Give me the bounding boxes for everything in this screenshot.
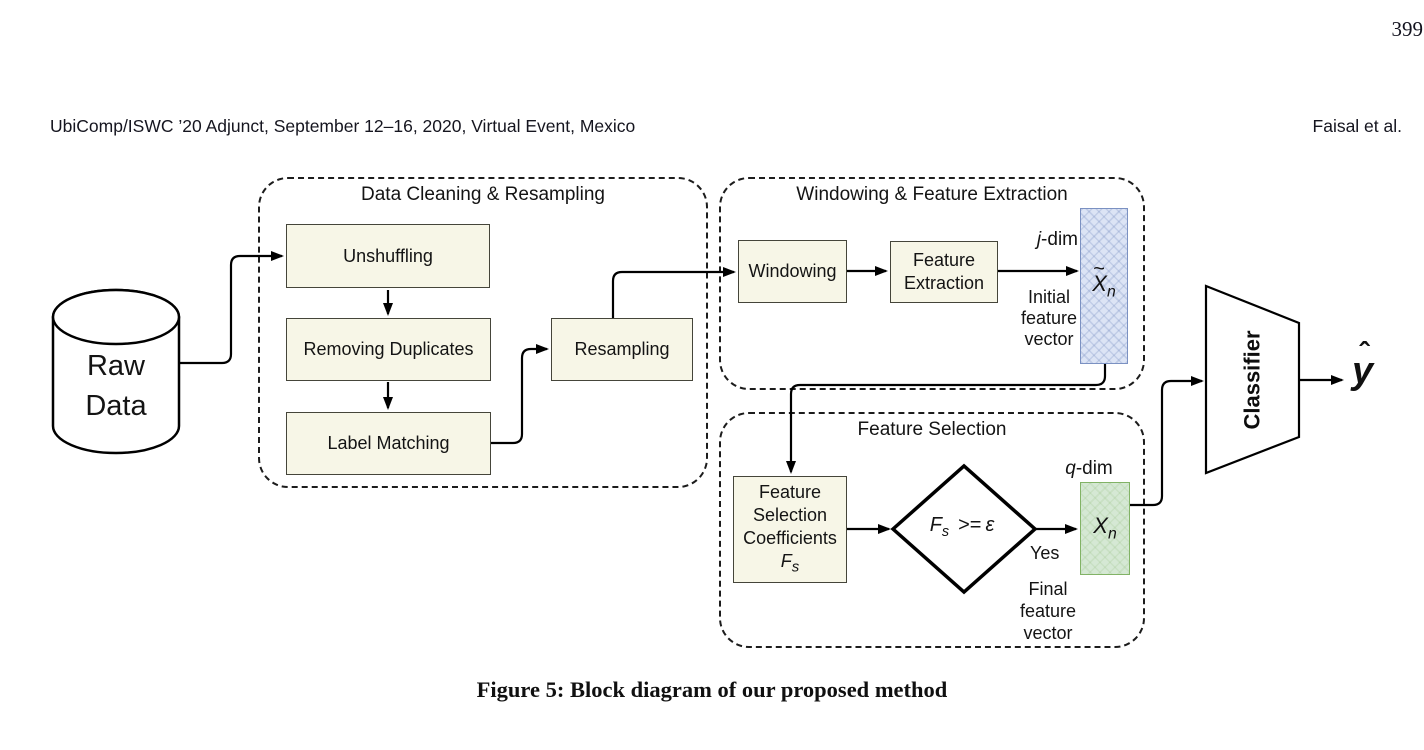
running-header-authors: Faisal et al.: [1312, 116, 1402, 136]
resampling-label: Resampling: [574, 339, 670, 359]
yes-branch-label: Yes: [1030, 543, 1060, 563]
label-matching-box: Label Matching: [286, 412, 491, 475]
unshuffling-label: Unshuffling: [343, 245, 433, 266]
removing-duplicates-label: Removing Duplicates: [303, 339, 474, 359]
page-number: 399: [1391, 17, 1424, 41]
feature-extraction-label: Feature Extraction: [903, 250, 985, 293]
unshuffling-box: Unshuffling: [286, 224, 490, 288]
final-feature-vector-caption: Final feature vector: [1019, 579, 1077, 643]
windowing-label: Windowing: [748, 261, 837, 281]
initial-feature-vector-caption: Initial feature vector: [1020, 287, 1078, 349]
feature-extraction-box: Feature Extraction: [890, 241, 998, 303]
classifier-label-container: Classifier: [1206, 286, 1299, 473]
removing-duplicates-box: Removing Duplicates: [286, 318, 491, 381]
running-header-conference: UbiComp/ISWC ’20 Adjunct, September 12–1…: [50, 116, 636, 136]
group-title-windowing: Windowing & Feature Extraction: [796, 184, 1068, 205]
q-dim-label: q-dim: [1065, 458, 1113, 479]
feature-selection-coefficients-label: Feature Selection Coefficients Fs: [743, 481, 837, 576]
decision-condition-label: Fs>=ε: [929, 514, 995, 540]
x-n-symbol: Xn: [1093, 513, 1117, 543]
classifier-label: Classifier: [1239, 329, 1265, 430]
feature-selection-coefficients-box: Feature Selection Coefficients Fs: [733, 476, 847, 583]
label-matching-label: Label Matching: [327, 433, 450, 453]
initial-feature-vector-box: ~Xn: [1080, 208, 1128, 364]
raw-data-label: Raw Data: [85, 350, 147, 422]
figure-caption: Figure 5: Block diagram of our proposed …: [476, 677, 948, 702]
windowing-box: Windowing: [738, 240, 847, 303]
x-tilde-n-symbol: ~Xn: [1092, 257, 1116, 301]
j-dim-label: j-dim: [1036, 229, 1078, 250]
group-title-data-cleaning: Data Cleaning & Resampling: [361, 184, 605, 205]
final-feature-vector-box: Xn: [1080, 482, 1130, 575]
resampling-box: Resampling: [551, 318, 693, 381]
group-title-feature-selection: Feature Selection: [857, 419, 1007, 440]
